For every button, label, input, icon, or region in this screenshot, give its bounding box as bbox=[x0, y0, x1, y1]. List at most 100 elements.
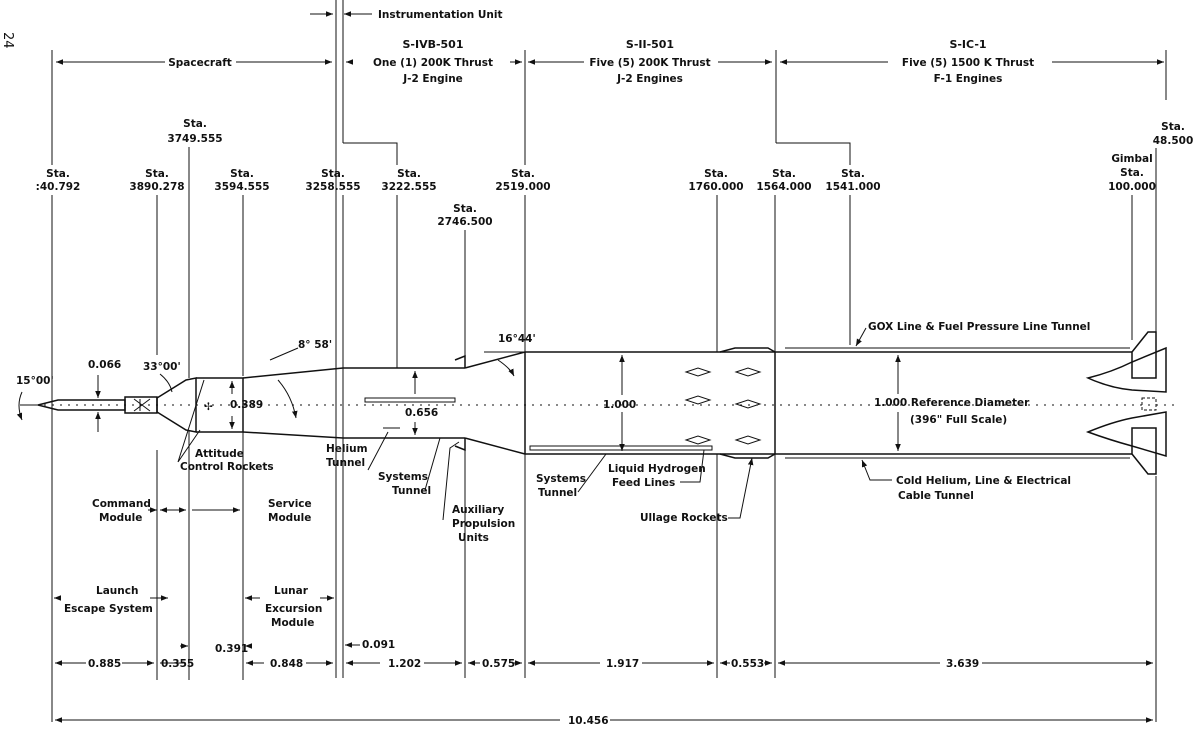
instrumentation-unit-callout: Instrumentation Unit bbox=[310, 9, 503, 21]
length-0091: 0.091 bbox=[362, 639, 395, 651]
attitude-label: Control Rockets bbox=[180, 461, 274, 473]
s4b-header: S-IVB-501 One (1) 200K Thrust J-2 Engine bbox=[346, 38, 522, 85]
spacecraft-label: Spacecraft bbox=[168, 57, 232, 69]
callouts: Attitude Control Rockets Helium Tunnel S… bbox=[177, 321, 1090, 544]
helium-tunnel-label: Helium bbox=[326, 443, 368, 455]
station-label: Sta. bbox=[397, 168, 421, 180]
diameters: 0.066 0.389 0.656 1.000 1.000 Reference … bbox=[88, 355, 1030, 451]
station-label: Sta. bbox=[46, 168, 70, 180]
service-module bbox=[196, 377, 244, 433]
station-labels: Sta. :40.792 Sta. 3890.278 Sta. 3749.555… bbox=[36, 118, 1194, 228]
station-value: 1564.000 bbox=[756, 181, 811, 193]
station-value: 1760.000 bbox=[688, 181, 743, 193]
page-number: 24 bbox=[0, 32, 15, 49]
s1c-stage bbox=[774, 351, 1132, 455]
f1-engine-lower bbox=[1085, 411, 1167, 458]
station-value: 2519.000 bbox=[495, 181, 550, 193]
station-label: Sta. bbox=[772, 168, 796, 180]
station-label: Sta. bbox=[1120, 167, 1144, 179]
les-label: Launch bbox=[96, 585, 138, 597]
instrumentation-unit-label: Instrumentation Unit bbox=[378, 9, 503, 21]
s4b-name: S-IVB-501 bbox=[402, 38, 463, 51]
escape-tower bbox=[37, 399, 126, 411]
s1c-reference-diameter: 1.000 Reference Diameter bbox=[874, 397, 1030, 409]
s2-thrust: Five (5) 200K Thrust bbox=[589, 57, 710, 69]
helium-tunnel-label: Tunnel bbox=[326, 457, 365, 469]
iu-step-line bbox=[343, 142, 398, 165]
length-3639: 3.639 bbox=[946, 658, 979, 670]
lem-adapter bbox=[242, 367, 344, 439]
station-value: 3594.555 bbox=[214, 181, 269, 193]
s4b-diameter: 0.656 bbox=[405, 407, 438, 419]
length-1202: 1.202 bbox=[388, 658, 421, 670]
service-module-label: Module bbox=[268, 512, 311, 524]
lh2-label: Liquid Hydrogen bbox=[608, 463, 706, 475]
station-value: 48.500 bbox=[1153, 135, 1194, 147]
rcs-symbol: ✢ bbox=[204, 401, 213, 413]
s2-name: S-II-501 bbox=[626, 38, 674, 51]
station-label: Sta. bbox=[511, 168, 535, 180]
f1-engine-upper bbox=[1085, 346, 1167, 393]
station-label: Sta. bbox=[183, 118, 207, 130]
s1c-full-scale: (396" Full Scale) bbox=[910, 414, 1007, 426]
s2-s1c-step-line bbox=[776, 142, 851, 165]
angles: 15°00' 33°00' 8° 58' 16°44' bbox=[16, 333, 536, 421]
systems-tunnel-label: Systems bbox=[378, 471, 428, 483]
station-label: Sta. bbox=[453, 203, 477, 215]
length-total: 10.456 bbox=[568, 715, 609, 727]
station-label: Sta. bbox=[145, 168, 169, 180]
les-label: Escape System bbox=[64, 603, 153, 615]
module-labels: Command Module Service Module Launch Esc… bbox=[54, 498, 334, 629]
station-value: 1541.000 bbox=[825, 181, 880, 193]
station-lines bbox=[51, 147, 1157, 722]
lem-label: Lunar bbox=[274, 585, 309, 597]
gimbal-label: Gimbal bbox=[1111, 153, 1152, 165]
gox-label: GOX Line & Fuel Pressure Line Tunnel bbox=[868, 321, 1090, 333]
interstage-angle: 16°44' bbox=[498, 333, 536, 345]
length-1917: 1.917 bbox=[606, 658, 639, 670]
s1c-fin-lower bbox=[1131, 427, 1157, 475]
s1c-name: S-IC-1 bbox=[949, 38, 986, 51]
cold-helium-label: Cold Helium, Line & Electrical bbox=[896, 475, 1071, 487]
station-value: :40.792 bbox=[36, 181, 81, 193]
systems-tunnel-label: Tunnel bbox=[392, 485, 431, 497]
auxiliary-label: Auxiliary bbox=[452, 504, 504, 516]
length-0848: 0.848 bbox=[270, 658, 303, 670]
length-0355: 0.355 bbox=[161, 658, 194, 670]
length-0553: 0.553 bbox=[731, 658, 764, 670]
auxiliary-label: Units bbox=[458, 532, 489, 544]
length-0391: 0.391 bbox=[215, 643, 248, 655]
station-label: Sta. bbox=[230, 168, 254, 180]
station-value: 3890.278 bbox=[129, 181, 184, 193]
length-dimensions: 0.391 0.091 0.885 0.355 0.848 1.202 0.57… bbox=[55, 639, 1153, 727]
station-value: 3258.555 bbox=[305, 181, 360, 193]
s2-header: S-II-501 Five (5) 200K Thrust J-2 Engine… bbox=[528, 38, 772, 85]
cm-diameter: 0.389 bbox=[230, 399, 263, 411]
interstage bbox=[464, 351, 526, 455]
service-module-label: Service bbox=[268, 498, 312, 510]
station-label: Sta. bbox=[1161, 121, 1185, 133]
station-value: 2746.500 bbox=[437, 216, 492, 228]
station-label: Sta. bbox=[321, 168, 345, 180]
lem-label: Excursion bbox=[265, 603, 322, 615]
cold-helium-label: Cable Tunnel bbox=[898, 490, 974, 502]
command-module-label: Module bbox=[99, 512, 142, 524]
command-module-label: Command bbox=[92, 498, 151, 510]
s2-engines: J-2 Engines bbox=[616, 73, 683, 85]
station-value: 3749.555 bbox=[167, 133, 222, 145]
tip-diameter: 0.066 bbox=[88, 359, 121, 371]
s2-diameter: 1.000 bbox=[603, 399, 636, 411]
length-0885: 0.885 bbox=[88, 658, 121, 670]
auxiliary-label: Propulsion bbox=[452, 518, 515, 530]
adapter-angle: 8° 58' bbox=[298, 339, 332, 351]
cone-angle: 33°00' bbox=[143, 361, 181, 373]
station-label: Sta. bbox=[704, 168, 728, 180]
station-value: 100.000 bbox=[1108, 181, 1156, 193]
nose-angle: 15°00' bbox=[16, 375, 54, 387]
systems-tunnel-2-label: Tunnel bbox=[538, 487, 577, 499]
s4b-engine: J-2 Engine bbox=[402, 73, 463, 85]
s2-stage bbox=[524, 351, 775, 455]
spacecraft-dimension: Spacecraft bbox=[51, 50, 332, 165]
s1c-engines: F-1 Engines bbox=[934, 73, 1003, 85]
